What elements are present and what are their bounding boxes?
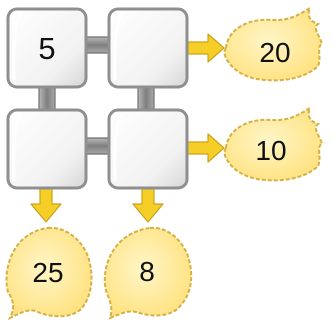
grid: 5 [6,7,189,190]
arrow-right-icon [185,33,225,63]
row-target-1: 20 [223,5,324,82]
row-target-2: 10 [223,105,324,182]
row-target-value: 10 [255,135,286,166]
leaf-icon [223,105,324,182]
grid-cell-r1c1[interactable]: 5 [6,7,88,89]
column-target-value: 25 [32,257,63,288]
grid-cell-r2c1[interactable] [6,108,88,190]
arrows [30,33,225,223]
grid-cell-r2c2[interactable] [107,108,189,190]
column-target-2: 8 [103,226,193,320]
leaf-icon [223,5,324,82]
arrow-down-icon [132,183,164,223]
column-target-value: 8 [139,256,155,287]
row-target-value: 20 [259,37,290,68]
arrow-right-icon [185,133,225,163]
leaf-icon [103,226,193,320]
column-target-1: 25 [5,226,93,321]
cell-value: 5 [38,31,55,66]
leaf-icon [5,226,93,321]
grid-cell-r1c2[interactable] [107,7,189,89]
arrow-down-icon [30,183,62,223]
connector-bottom [83,137,111,155]
connector-top [83,36,111,54]
